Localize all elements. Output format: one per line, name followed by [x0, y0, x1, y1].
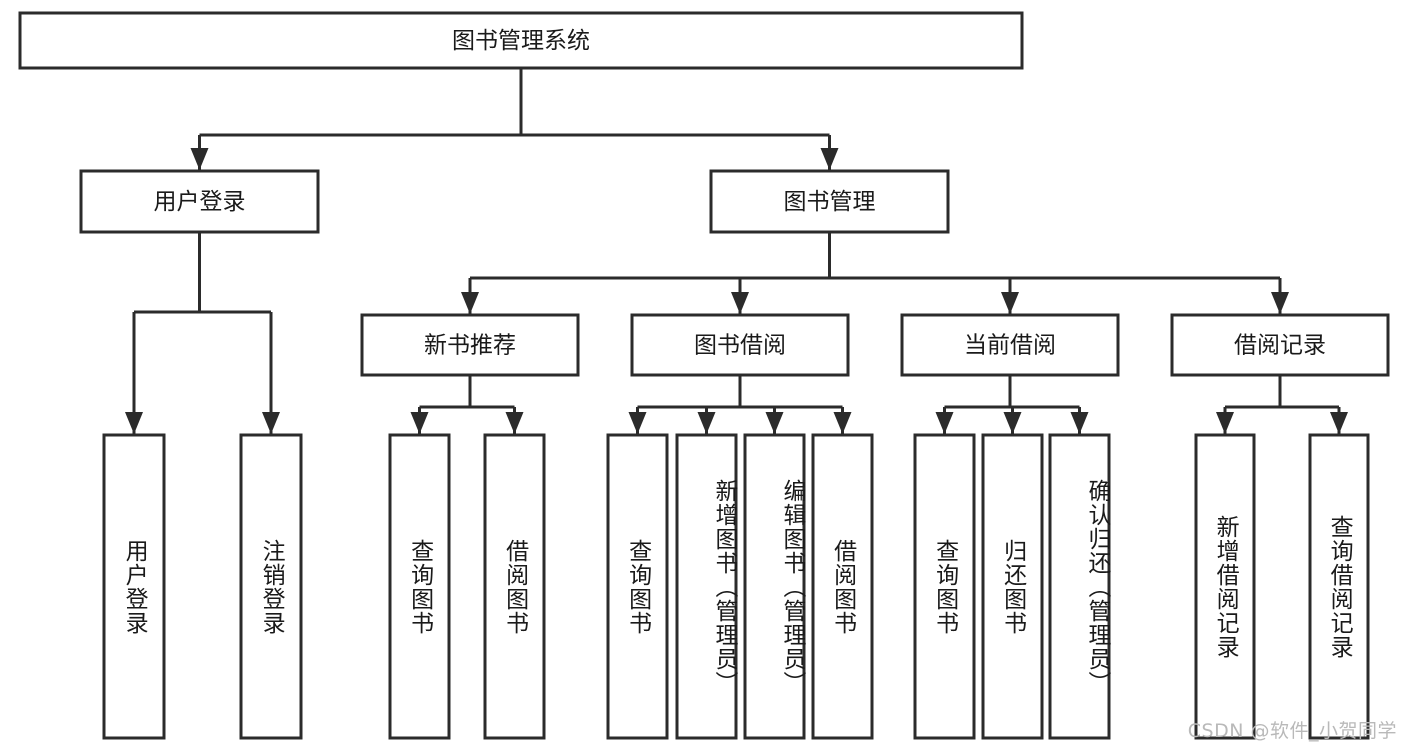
arrow-head-icon: [765, 412, 784, 434]
node-box-leaf-query-book-1[interactable]: [388, 433, 451, 740]
arrow-head-icon: [1070, 412, 1089, 434]
arrow-head-icon: [833, 412, 852, 434]
node-label-new-book-recommend: 新书推荐: [424, 333, 516, 359]
node-box-leaf-add-borrow-record[interactable]: [1194, 433, 1256, 740]
arrow-head-icon: [461, 292, 479, 314]
arrow-head-icon: [935, 412, 954, 434]
arrow-head-icon: [505, 412, 524, 434]
node-label-book-manage: 图书管理: [784, 189, 876, 215]
arrow-head-icon: [1271, 292, 1289, 314]
node-box-group: [18, 11, 1390, 740]
node-label-user-login: 用户登录: [154, 189, 246, 215]
arrow-head-icon: [628, 412, 647, 434]
arrow-head-icon: [731, 292, 749, 314]
arrow-head-icon: [1216, 412, 1234, 434]
node-box-book-borrow[interactable]: [630, 313, 850, 377]
arrow-head-icon: [1003, 412, 1022, 434]
node-box-leaf-query-book-3[interactable]: [913, 433, 976, 740]
node-box-leaf-return-book[interactable]: [981, 433, 1044, 740]
node-label-current-borrow: 当前借阅: [964, 333, 1056, 359]
node-box-leaf-borrow-book-2[interactable]: [811, 433, 874, 740]
arrow-head-icon: [697, 412, 716, 434]
node-box-new-book-recommend[interactable]: [360, 313, 580, 377]
arrow-head-icon: [190, 148, 209, 170]
node-box-leaf-borrow-book-1[interactable]: [483, 433, 546, 740]
node-box-leaf-user-login[interactable]: [102, 433, 166, 740]
node-box-leaf-add-book-admin[interactable]: [675, 433, 738, 740]
node-box-leaf-confirm-return-admin[interactable]: [1048, 433, 1111, 740]
node-box-root[interactable]: [18, 11, 1024, 70]
node-box-book-manage[interactable]: [709, 169, 950, 234]
node-box-leaf-user-logout[interactable]: [239, 433, 303, 740]
node-box-current-borrow[interactable]: [900, 313, 1120, 377]
arrow-head-icon: [125, 412, 143, 434]
arrow-head-icon: [262, 412, 280, 434]
node-box-leaf-query-borrow-record[interactable]: [1308, 433, 1370, 740]
arrow-head-icon: [820, 148, 839, 170]
watermark-text: CSDN @软件_小贺同学: [1187, 720, 1397, 742]
node-label-borrow-record: 借阅记录: [1234, 333, 1326, 359]
arrow-head-icon: [1330, 412, 1348, 434]
connector-group: [125, 68, 1348, 434]
node-label-book-borrow: 图书借阅: [694, 333, 786, 359]
node-box-leaf-query-book-2[interactable]: [606, 433, 669, 740]
arrow-head-icon: [410, 412, 429, 434]
node-box-leaf-edit-book-admin[interactable]: [743, 433, 806, 740]
node-box-borrow-record[interactable]: [1170, 313, 1390, 377]
node-label-root: 图书管理系统: [452, 28, 590, 54]
node-box-user-login[interactable]: [79, 169, 320, 234]
arrow-head-icon: [1001, 292, 1019, 314]
